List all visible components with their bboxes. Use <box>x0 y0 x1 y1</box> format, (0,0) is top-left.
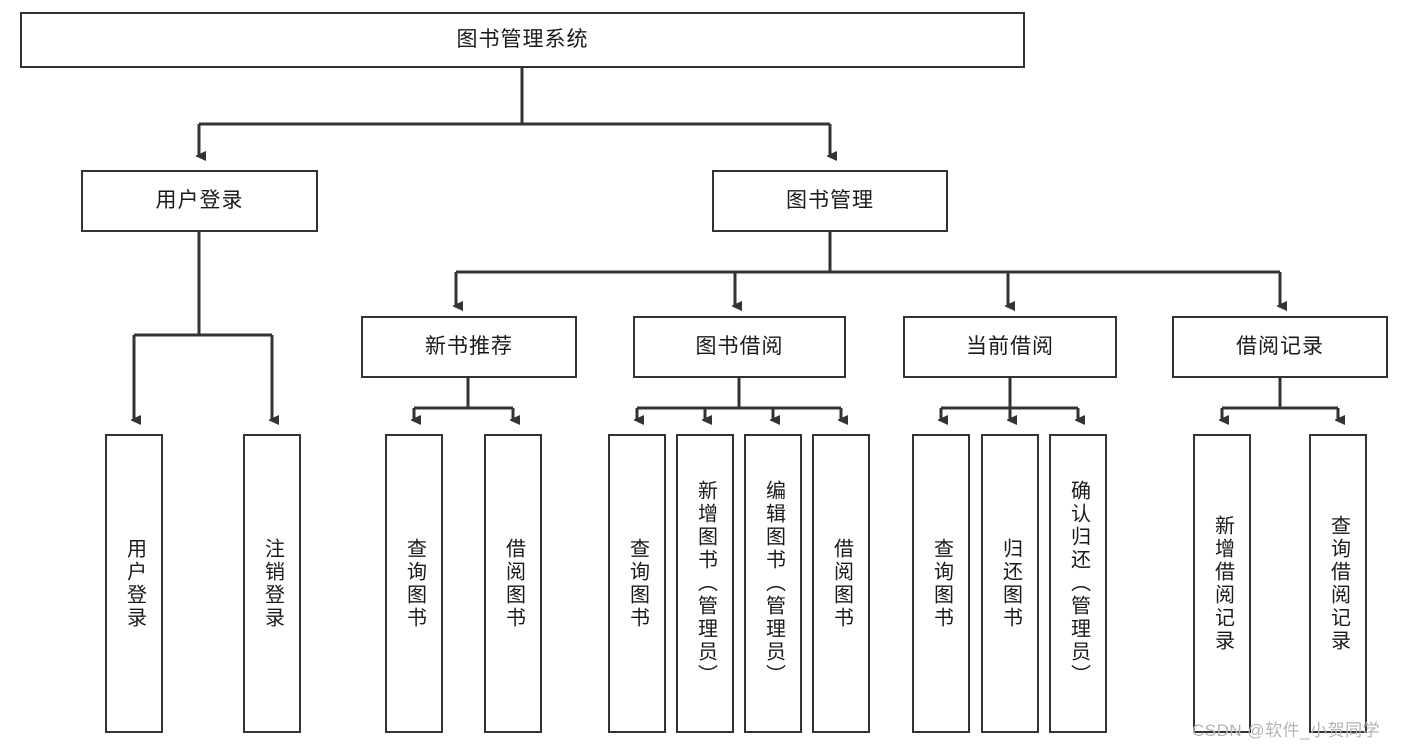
leaf-query-book-current[interactable]: 查询图书 <box>912 434 970 733</box>
node-borrow-record[interactable]: 借阅记录 <box>1172 316 1388 378</box>
node-label: 注销登录 <box>261 537 284 630</box>
node-book-borrow[interactable]: 图书借阅 <box>633 316 846 378</box>
node-label: 查询图书 <box>626 537 649 630</box>
node-label: 新增图书（管理员） <box>694 480 717 687</box>
leaf-edit-book-admin[interactable]: 编辑图书（管理员） <box>744 434 802 733</box>
node-label: 查询借阅记录 <box>1327 514 1350 653</box>
node-new-book-recommend[interactable]: 新书推荐 <box>361 316 577 378</box>
node-label: 图书管理 <box>786 189 874 213</box>
node-label: 借阅图书 <box>830 537 853 630</box>
leaf-return-book[interactable]: 归还图书 <box>981 434 1039 733</box>
csdn-watermark: CSDN @软件_小贺同学 <box>1192 721 1381 740</box>
node-label: 新增借阅记录 <box>1211 514 1234 653</box>
leaf-add-book-admin[interactable]: 新增图书（管理员） <box>676 434 734 733</box>
node-label: 查询图书 <box>930 537 953 630</box>
node-label: 图书管理系统 <box>456 28 589 52</box>
leaf-borrow-book[interactable]: 借阅图书 <box>812 434 870 733</box>
node-label: 借阅记录 <box>1236 335 1324 359</box>
node-user-login[interactable]: 用户登录 <box>81 170 318 232</box>
leaf-confirm-return-admin[interactable]: 确认归还（管理员） <box>1049 434 1107 733</box>
node-label: 图书借阅 <box>695 335 784 359</box>
node-book-management[interactable]: 图书管理 <box>712 170 948 232</box>
leaf-logout-login[interactable]: 注销登录 <box>243 434 301 733</box>
node-label: 当前借阅 <box>966 335 1054 359</box>
node-label: 查询图书 <box>403 537 426 630</box>
node-current-borrow[interactable]: 当前借阅 <box>903 316 1117 378</box>
node-label: 用户登录 <box>155 189 244 213</box>
leaf-user-login[interactable]: 用户登录 <box>105 434 163 733</box>
leaf-query-book-borrow[interactable]: 查询图书 <box>608 434 666 733</box>
node-label: 用户登录 <box>123 537 146 630</box>
node-label: 借阅图书 <box>502 537 525 630</box>
node-label: 编辑图书（管理员） <box>762 480 785 687</box>
leaf-borrow-book-recommend[interactable]: 借阅图书 <box>484 434 542 733</box>
node-label: 归还图书 <box>999 537 1022 630</box>
node-book-management-system[interactable]: 图书管理系统 <box>20 12 1025 68</box>
leaf-query-book-recommend[interactable]: 查询图书 <box>385 434 443 733</box>
node-label: 新书推荐 <box>425 335 513 359</box>
node-label: 确认归还（管理员） <box>1067 480 1090 687</box>
leaf-query-borrow-record[interactable]: 查询借阅记录 <box>1309 434 1367 733</box>
leaf-add-borrow-record[interactable]: 新增借阅记录 <box>1193 434 1251 733</box>
